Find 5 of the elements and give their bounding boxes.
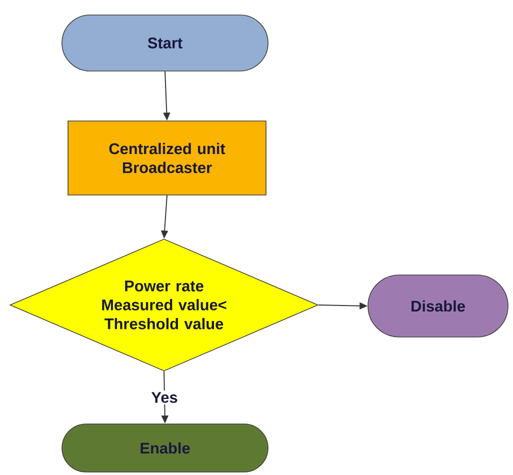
edge-label: Yes [150, 390, 180, 404]
terminal-box: Enable [62, 424, 268, 472]
terminal-box: Start [62, 14, 268, 72]
process-box: Centralized unit Broadcaster [68, 120, 266, 196]
terminal-box: Disable [368, 274, 508, 338]
